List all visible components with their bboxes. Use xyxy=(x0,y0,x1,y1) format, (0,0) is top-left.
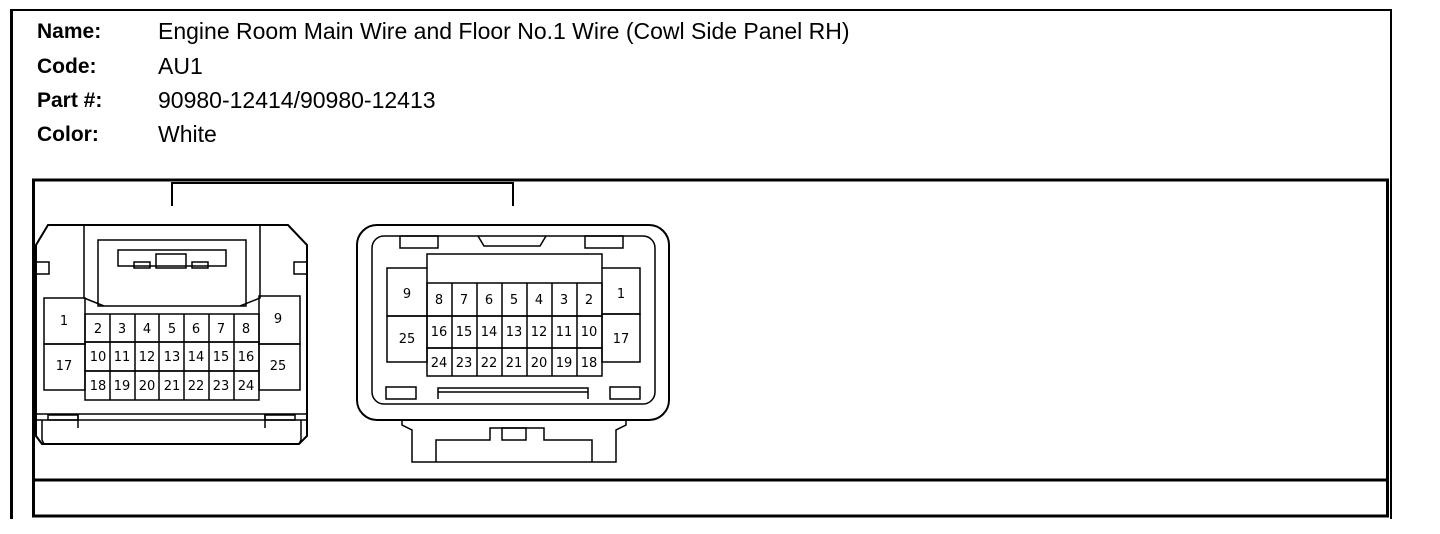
right-pin-14: 14 xyxy=(481,325,498,340)
left-pin-23: 23 xyxy=(213,379,230,394)
name-label: Name: xyxy=(37,20,102,43)
right-pin-15: 15 xyxy=(456,325,473,340)
name-value: Engine Room Main Wire and Floor No.1 Wir… xyxy=(158,18,850,44)
left-pin-22: 22 xyxy=(188,379,205,394)
left-pin-21: 21 xyxy=(164,379,181,394)
left-pin-15: 15 xyxy=(213,350,230,365)
left-pin-4: 4 xyxy=(143,322,151,337)
left-pin-10: 10 xyxy=(90,350,107,365)
left-pin-13: 13 xyxy=(164,350,181,365)
right-pin-3: 3 xyxy=(560,293,568,308)
left-pin-9: 9 xyxy=(274,312,282,327)
right-pin-8: 8 xyxy=(435,293,443,308)
right-pin-16: 16 xyxy=(431,325,448,340)
right-pin-5: 5 xyxy=(510,293,518,308)
right-pin-11: 11 xyxy=(556,325,573,340)
left-pin-6: 6 xyxy=(192,322,200,337)
left-pin-20: 20 xyxy=(139,379,156,394)
code-value: AU1 xyxy=(158,53,203,79)
right-pin-4: 4 xyxy=(535,293,543,308)
left-pin-1: 1 xyxy=(60,314,68,329)
right-pin-17: 17 xyxy=(613,332,630,347)
right-pin-23: 23 xyxy=(456,356,473,371)
right-pin-22: 22 xyxy=(481,356,498,371)
left-pin-11: 11 xyxy=(114,350,131,365)
right-pin-7: 7 xyxy=(460,293,468,308)
connector-bracket-line xyxy=(171,182,514,206)
right-pin-labels: 1 2 3 4 5 6 7 8 9 10 11 12 13 14 15 16 1… xyxy=(399,287,630,371)
color-value: White xyxy=(158,121,217,147)
left-pin-7: 7 xyxy=(217,322,225,337)
right-pin-grid xyxy=(426,282,603,377)
connector-diagram: 1 2 3 4 5 6 7 8 9 10 11 12 13 14 15 16 1… xyxy=(32,178,1389,518)
left-pin-19: 19 xyxy=(114,379,131,394)
right-pin-1: 1 xyxy=(617,287,625,302)
left-pin-17: 17 xyxy=(56,359,73,374)
left-pin-3: 3 xyxy=(118,322,126,337)
left-pin-8: 8 xyxy=(242,322,250,337)
right-pin-13: 13 xyxy=(506,325,523,340)
color-label: Color: xyxy=(37,123,99,146)
right-pin-10: 10 xyxy=(581,325,598,340)
left-connector xyxy=(35,224,308,445)
right-pin-19: 19 xyxy=(556,356,573,371)
part-number-value: 90980-12414/90980-12413 xyxy=(158,87,436,113)
right-pin-6: 6 xyxy=(485,293,493,308)
left-pin-grid xyxy=(84,313,260,401)
left-pin-16: 16 xyxy=(238,350,255,365)
right-pin-2: 2 xyxy=(585,293,593,308)
left-pin-2: 2 xyxy=(94,322,102,337)
left-pin-25: 25 xyxy=(270,359,287,374)
code-label: Code: xyxy=(37,55,97,78)
right-pin-9: 9 xyxy=(403,287,411,302)
right-pin-20: 20 xyxy=(531,356,548,371)
right-pin-25: 25 xyxy=(399,332,416,347)
right-connector-housing xyxy=(356,224,670,421)
right-pin-21: 21 xyxy=(506,356,523,371)
left-pin-18: 18 xyxy=(90,379,107,394)
left-pin-labels: 1 2 3 4 5 6 7 8 9 10 11 12 13 14 15 16 1… xyxy=(56,312,287,394)
diagram-panel-border xyxy=(32,178,1389,518)
left-pin-12: 12 xyxy=(139,350,156,365)
left-pin-14: 14 xyxy=(188,350,205,365)
connector-info-frame xyxy=(10,9,1392,519)
left-pin-24: 24 xyxy=(238,379,255,394)
right-connector xyxy=(356,224,670,463)
right-pin-18: 18 xyxy=(581,356,598,371)
right-pin-24: 24 xyxy=(431,356,448,371)
left-pin-5: 5 xyxy=(168,322,176,337)
right-pin-12: 12 xyxy=(531,325,548,340)
part-number-label: Part #: xyxy=(37,89,103,112)
